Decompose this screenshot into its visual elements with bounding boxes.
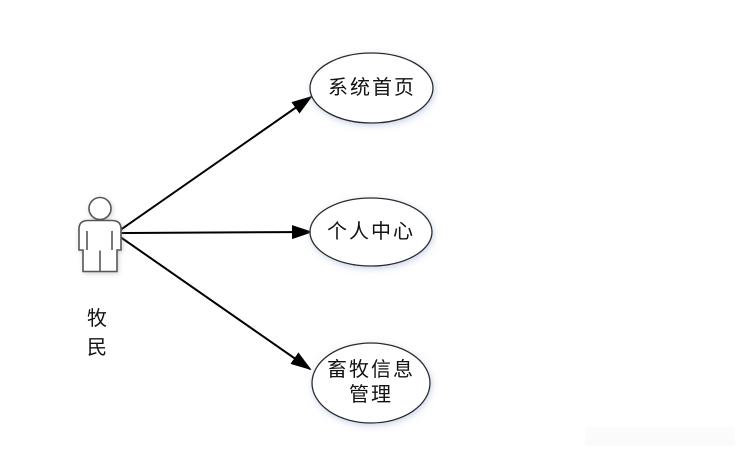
actor-head (88, 196, 112, 221)
actor-label: 牧民 (87, 308, 107, 359)
use-case-shapes (309, 52, 434, 424)
use-case-ellipse-personal-center (309, 197, 433, 267)
association-arrows (115, 95, 313, 371)
watermark-rect (585, 427, 735, 446)
use-case-label-livestock-info: 畜牧信息管理 (327, 359, 415, 406)
arrow-actor-to-personal-center (115, 225, 313, 240)
use-case-label-system-home: 系统首页 (328, 77, 416, 99)
actor-figure (78, 196, 122, 273)
use-case-ellipse-system-home (309, 52, 434, 124)
use-case-label-personal-center: 个人中心 (327, 221, 415, 243)
arrow-actor-to-system-home (115, 95, 313, 234)
use-case-ellipse-livestock-info (311, 342, 431, 424)
actor-body (78, 219, 122, 273)
arrow-actor-to-livestock-info (115, 233, 312, 371)
